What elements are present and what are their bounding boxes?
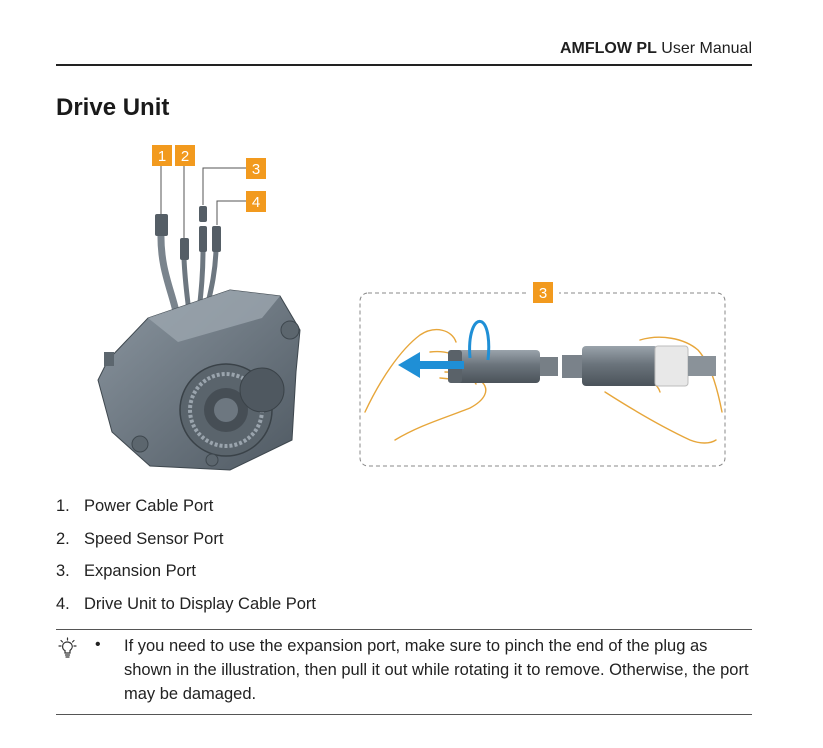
note-divider-top: [56, 629, 752, 630]
manual-title-suffix: User Manual: [661, 40, 752, 57]
expansion-port-socket: [562, 345, 716, 387]
section-title: Drive Unit: [56, 94, 170, 121]
drive-unit-motor: [97, 289, 301, 471]
list-item: 1. Power Cable Port: [56, 493, 316, 526]
list-item-number: 1.: [56, 497, 70, 515]
cable-connectors: [155, 206, 221, 260]
list-item-label: Speed Sensor Port: [84, 529, 224, 548]
callout-badge-2-text: 2: [181, 148, 189, 165]
note-bullet: •: [95, 636, 101, 653]
drive-unit-illustration: 1 2 3 4: [97, 145, 726, 471]
callout-badge-3: 3: [246, 158, 266, 179]
expansion-plug: [448, 350, 558, 383]
callout-badge-4: 4: [246, 191, 266, 212]
header-divider: [56, 64, 752, 66]
callout-badge-2: 2: [175, 145, 195, 166]
callout-badge-1: 1: [152, 145, 172, 166]
rotate-pull-arrow: [398, 319, 491, 378]
detail-callout-badge: 3: [533, 282, 553, 303]
list-item-label: Expansion Port: [84, 562, 196, 580]
list-item-number: 3.: [56, 562, 70, 580]
lightbulb-icon: [58, 637, 77, 658]
callout-badge-4-text: 4: [252, 194, 260, 211]
note-divider-bottom: [56, 714, 752, 715]
list-item-label: Drive Unit to Display Cable Port: [84, 594, 316, 613]
callout-badge-3-text: 3: [252, 161, 260, 178]
list-item: 3. Expansion Port: [56, 558, 316, 591]
list-item-label: Power Cable Port: [84, 497, 214, 515]
callout-badge-1-text: 1: [158, 148, 166, 165]
list-item: 2. Speed Sensor Port: [56, 526, 316, 559]
brand-name: AMFLOW PL: [559, 40, 657, 57]
callout-leader-lines: [160, 166, 246, 238]
list-item: 4. Drive Unit to Display Cable Port: [56, 591, 316, 624]
detail-callout-badge-text: 3: [539, 285, 547, 302]
port-list: 1. Power Cable Port 2. Speed Sensor Port 3…: [56, 493, 316, 623]
list-item-number: 2.: [56, 529, 70, 548]
list-item-number: 4.: [56, 594, 70, 613]
manual-title: AMFLOW PL User Manual: [560, 40, 752, 58]
note-text: If you need to use the expansion port, m…: [124, 637, 749, 703]
